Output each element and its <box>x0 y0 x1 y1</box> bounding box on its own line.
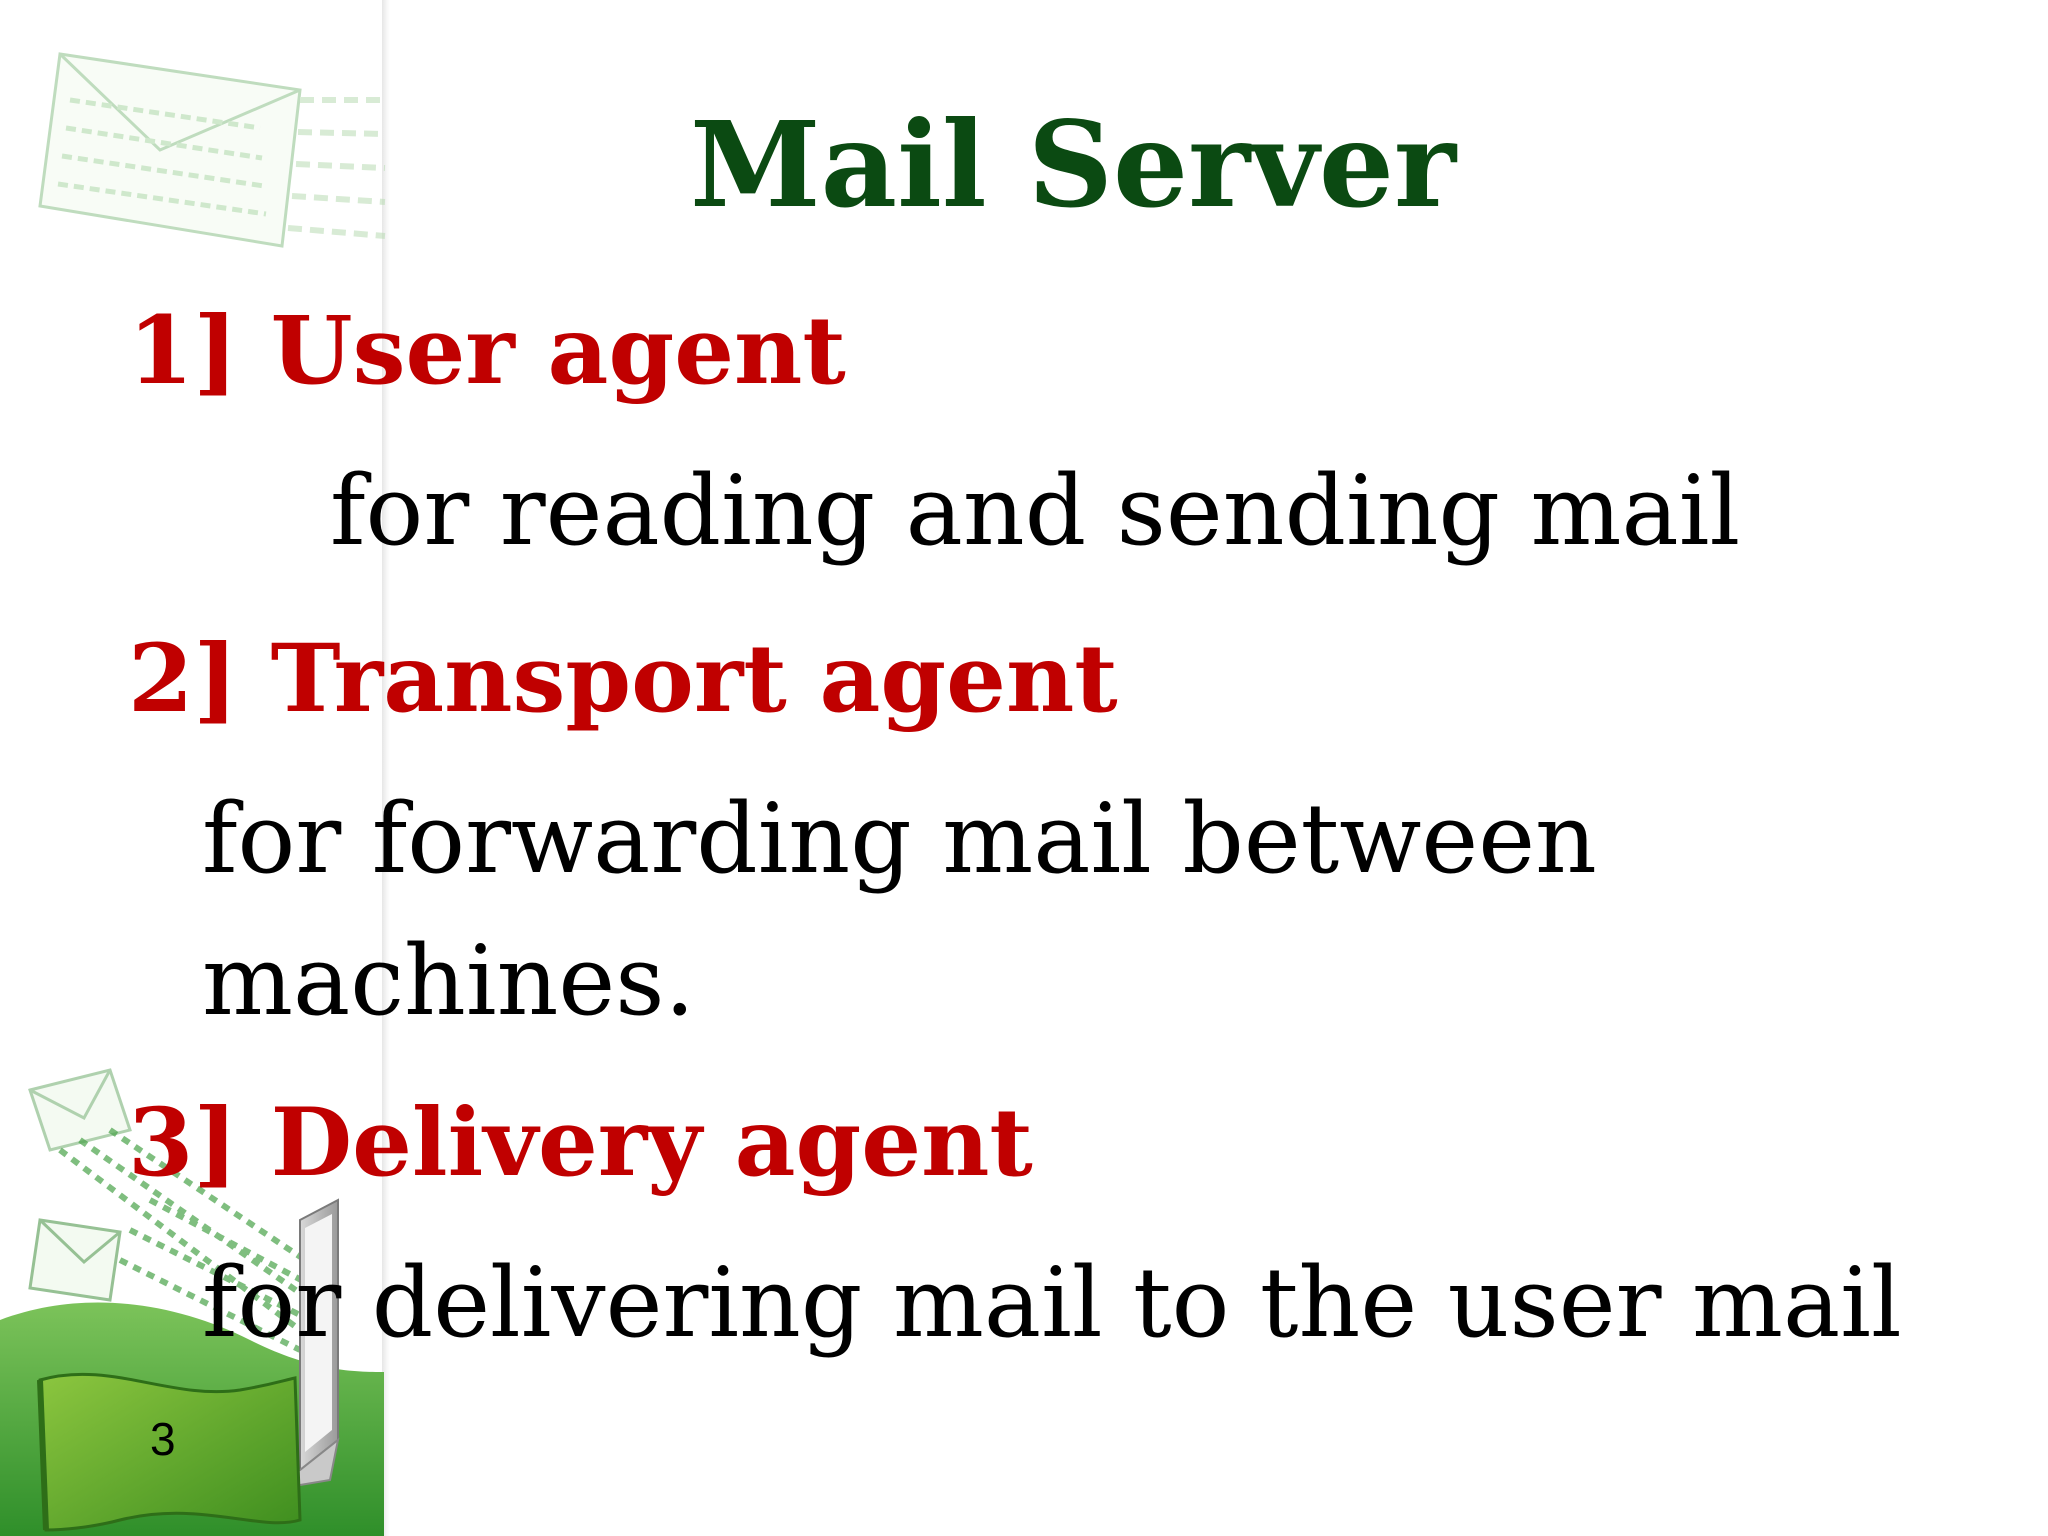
envelope-icon <box>28 1068 132 1152</box>
description-user-agent: for reading and sending mail <box>330 455 1741 567</box>
envelope-icon <box>38 52 386 248</box>
page-number: 3 <box>150 1413 176 1465</box>
heading-delivery-agent: 3] Delivery agent <box>128 1088 1033 1198</box>
slide-title: Mail Server <box>690 95 1457 234</box>
heading-transport-agent: 2] Transport agent <box>128 624 1118 734</box>
flag-banner <box>37 1372 302 1532</box>
laptop-icon <box>247 1198 340 1492</box>
description-transport-agent-line-1: for forwarding mail between <box>202 783 1597 895</box>
description-transport-agent-line-2: machines. <box>202 925 695 1037</box>
heading-user-agent: 1] User agent <box>128 296 846 406</box>
envelope-icon <box>28 1218 122 1302</box>
description-delivery-agent: for delivering mail to the user mail <box>202 1247 1902 1359</box>
vertical-divider <box>382 0 390 1536</box>
